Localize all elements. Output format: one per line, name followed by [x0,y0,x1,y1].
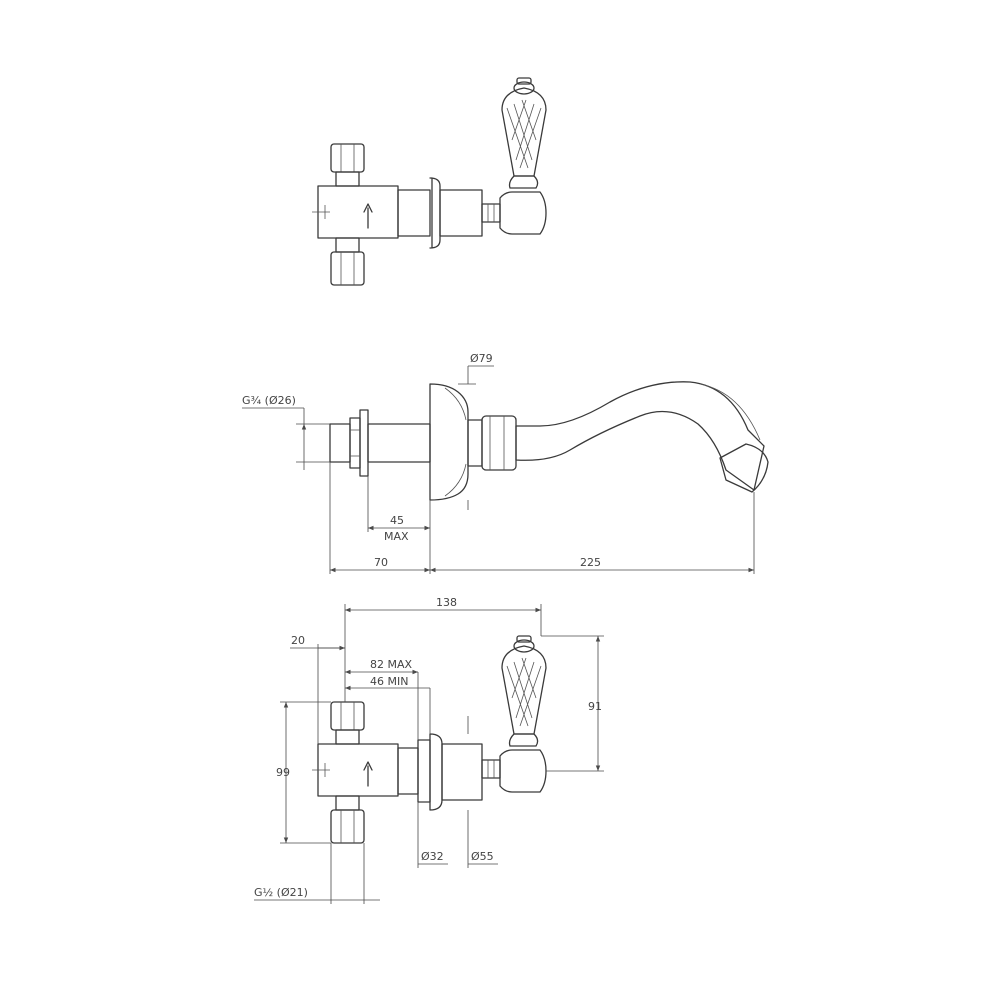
flange-sleeve-bottom [441,743,483,801]
dimensions-valve-view: 138 20 82 MAX 46 MIN 99 91 Ø32 Ø55 [254,596,604,904]
lever-handle [499,77,547,235]
rosette-diameter-label: Ø79 [470,352,493,365]
depth-max-label: 82 MAX [370,658,413,671]
inlet-thread-label-bottom: G½ (Ø21) [254,886,308,899]
overall-length-label: 138 [436,596,457,609]
depth-max-value: 45 [390,514,404,527]
stem-diameter-label: Ø32 [421,850,444,863]
offset-label: 20 [291,634,305,647]
spout-collar [467,419,483,467]
spout-arm [515,381,765,491]
rosette [429,177,441,249]
rosette-bottom [429,733,443,811]
depth-min-label: 46 MIN [370,675,408,688]
body-length-label: 70 [374,556,388,569]
spindle-bottom [481,759,501,779]
handle-height-label: 91 [588,700,602,713]
flange-sleeve [439,189,483,237]
top-valve-assembly [312,77,547,286]
spout-assembly [329,381,769,501]
bottom-valve-assembly [312,635,547,844]
lower-connector [330,237,365,286]
valve-body [312,185,431,239]
body-height-label: 99 [276,766,290,779]
upper-connector [330,143,365,187]
rosette-diameter-label-bottom: Ø55 [471,850,494,863]
lower-connector-bottom [330,795,365,844]
lever-handle-bottom [499,635,547,793]
inlet-nut [329,423,351,463]
valve-body-bottom [312,739,431,803]
upper-connector-bottom [330,701,365,745]
depth-max-suffix: MAX [384,530,409,543]
inlet-thread-label-side: G¾ (Ø26) [242,394,296,407]
spindle [481,203,501,223]
spout-reach-label: 225 [580,556,601,569]
wall-pipe [367,423,431,463]
dimensions-side-view: G¾ (Ø26) Ø79 45 MAX 70 225 [242,352,755,574]
spout-rosette [429,383,469,501]
